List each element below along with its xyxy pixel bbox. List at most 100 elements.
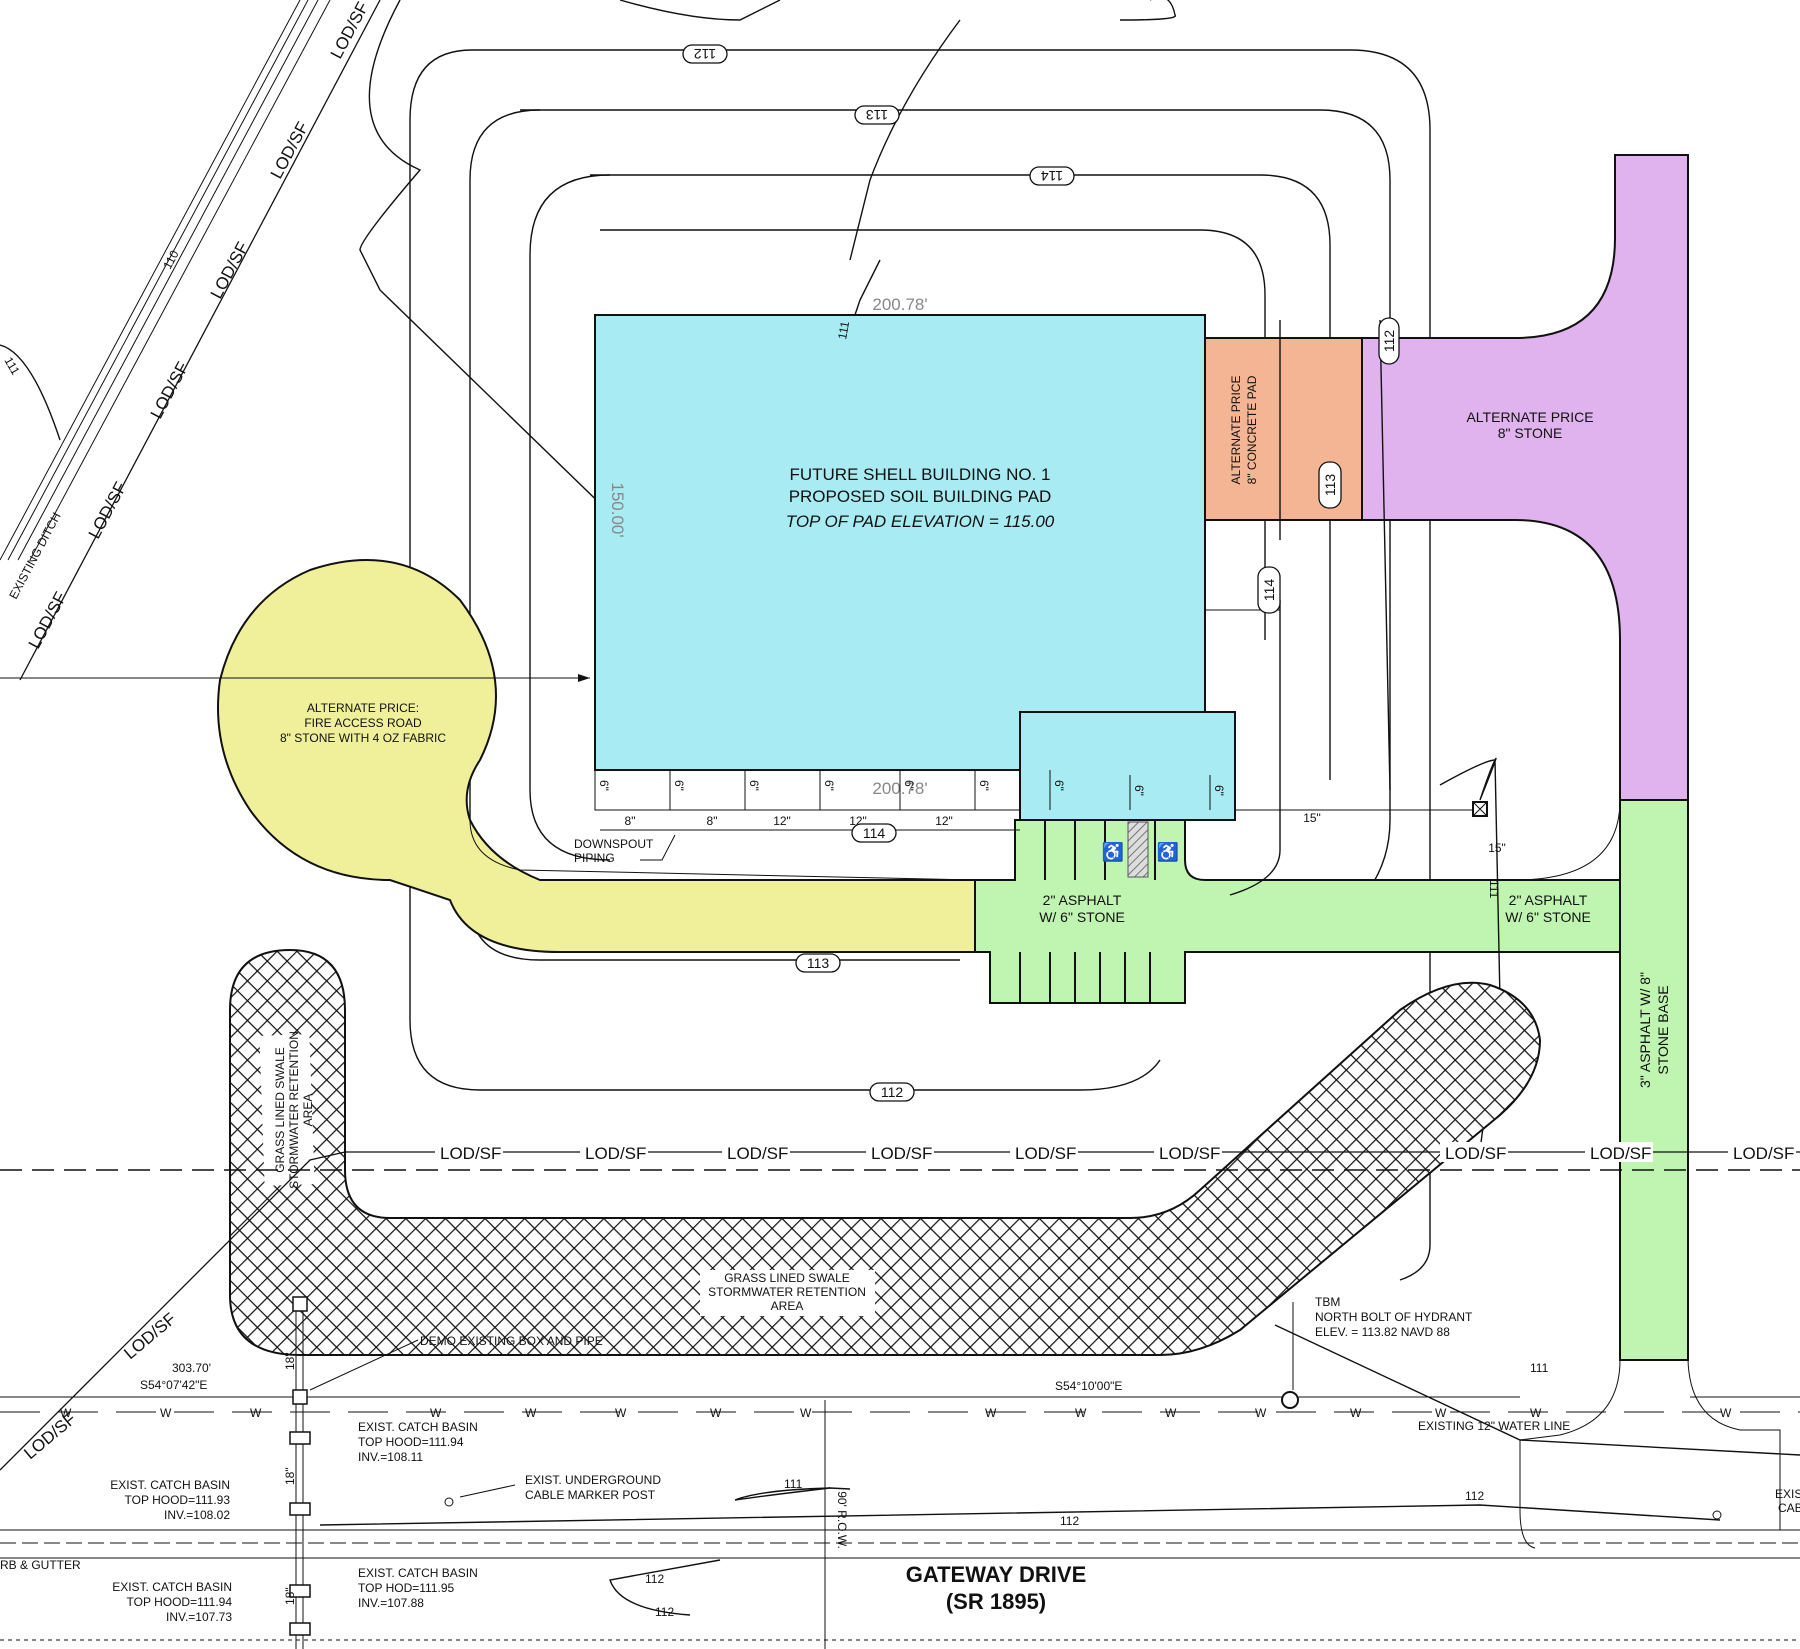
contour-tag-113-bottom: 113 xyxy=(795,953,841,973)
svg-text:TOP HOOD=111.94: TOP HOOD=111.94 xyxy=(358,1435,464,1449)
svg-text:LOD/SF: LOD/SF xyxy=(727,1144,788,1163)
svg-text:114: 114 xyxy=(1261,579,1277,602)
contour-tag-113: 113 xyxy=(854,105,900,125)
svg-text:W: W xyxy=(1165,1406,1177,1420)
svg-text:LOD/SF: LOD/SF xyxy=(1733,1144,1794,1163)
svg-text:6": 6" xyxy=(977,780,991,791)
svg-text:W: W xyxy=(1530,1406,1542,1420)
svg-text:W: W xyxy=(1075,1406,1087,1420)
road-edges: 90' R.O.W. xyxy=(0,1396,1800,1649)
svg-text:6": 6" xyxy=(672,780,686,791)
svg-text:8": 8" xyxy=(707,814,718,828)
svg-text:111: 111 xyxy=(1530,1361,1549,1375)
cable-leader xyxy=(459,1484,516,1498)
svg-text:LOD/SF: LOD/SF xyxy=(1159,1144,1220,1163)
catch-basin-icon xyxy=(289,1584,311,1598)
contour-tag-113-vertical: 113 xyxy=(1318,461,1342,509)
svg-text:110: 110 xyxy=(160,248,181,272)
svg-text:W: W xyxy=(160,1406,172,1420)
access-aisle-hatch xyxy=(1127,821,1149,878)
contour-tag-114-bottom: 114 xyxy=(851,823,897,843)
asphalt-label-4: W/ 6" STONE xyxy=(1505,909,1591,925)
svg-text:18": 18" xyxy=(283,1587,297,1605)
catch-basin-icon xyxy=(289,1431,311,1445)
svg-text:W: W xyxy=(985,1406,997,1420)
svg-text:W: W xyxy=(1350,1406,1362,1420)
demo-note: DEMO EXISTING BOX AND PIPE xyxy=(420,1334,603,1348)
contour-112-gutter xyxy=(609,1559,721,1616)
svg-text:111: 111 xyxy=(1487,880,1501,899)
lod-label: LOD/SF xyxy=(25,589,71,652)
building-subtitle: PROPOSED SOIL BUILDING PAD xyxy=(789,487,1052,506)
svg-text:W: W xyxy=(430,1406,442,1420)
cable-label: EXIST. UNDERGROUND xyxy=(525,1473,661,1487)
catch-basin-4-label: EXIST. CATCH BASIN xyxy=(112,1580,232,1594)
downspout-piping: 6" 6" 6" 6" 6" 6" 6" 6" 6" 8" 8" 12" 12"… xyxy=(574,770,1506,865)
driveway-label-1: 3" ASPHALT W/ 8" xyxy=(1637,972,1653,1088)
lod-label: LOD/SF xyxy=(207,239,253,302)
svg-text:W: W xyxy=(250,1406,262,1420)
contour-113-line xyxy=(1229,320,1281,896)
existing-ditch: EXISTING DITCH xyxy=(0,0,331,601)
cable-marker-icon xyxy=(444,1497,454,1507)
svg-text:W: W xyxy=(60,1406,72,1420)
distance-label: 303.70' xyxy=(172,1361,211,1375)
stone-area-label-1: ALTERNATE PRICE xyxy=(1466,409,1593,425)
svg-text:EXIS: EXIS xyxy=(1775,1487,1800,1501)
swale-vertical-label-1: GRASS LINED SWALE xyxy=(273,1047,287,1173)
swale-label-1: GRASS LINED SWALE xyxy=(724,1271,850,1285)
svg-text:6": 6" xyxy=(747,780,761,791)
tbm-label-2: NORTH BOLT OF HYDRANT xyxy=(1315,1310,1473,1324)
fire-road-label-1: ALTERNATE PRICE: xyxy=(307,701,419,715)
catch-basin-icon xyxy=(289,1622,311,1636)
svg-text:18": 18" xyxy=(283,1352,297,1370)
catch-basin-1-label: EXIST. CATCH BASIN xyxy=(358,1420,478,1434)
swale-vertical-backdrop xyxy=(259,1034,315,1186)
svg-text:W: W xyxy=(1435,1406,1447,1420)
svg-text:INV.=107.88: INV.=107.88 xyxy=(358,1596,424,1610)
svg-text:LOD/SF: LOD/SF xyxy=(440,1144,501,1163)
drive-curb xyxy=(1205,519,1621,881)
road-name: GATEWAY DRIVE xyxy=(906,1562,1087,1587)
svg-text:6": 6" xyxy=(597,780,611,791)
svg-text:INV.=107.73: INV.=107.73 xyxy=(166,1610,232,1624)
asphalt-label-3: 2" ASPHALT xyxy=(1509,892,1588,908)
svg-text:W: W xyxy=(710,1406,722,1420)
svg-text:W: W xyxy=(1255,1406,1267,1420)
demo-leader xyxy=(309,1339,419,1391)
building-pad xyxy=(594,314,1206,771)
right-of-way-label: 90' R.O.W. xyxy=(835,1491,849,1549)
svg-text:TOP HOOD=111.94: TOP HOOD=111.94 xyxy=(127,1595,233,1609)
downspout-label-2: PIPING xyxy=(574,851,615,865)
svg-text:LOD/SF: LOD/SF xyxy=(585,1144,646,1163)
parking-stripes xyxy=(1019,820,1156,1003)
curb-return-right xyxy=(1687,1359,1781,1530)
curb-return-left xyxy=(1519,1359,1621,1549)
svg-text:12": 12" xyxy=(935,814,953,828)
svg-text:114: 114 xyxy=(1041,168,1064,184)
concrete-pad-label-2: 8" CONCRETE PAD xyxy=(1245,375,1259,484)
svg-text:LOD/SF: LOD/SF xyxy=(871,1144,932,1163)
stormwater-swale xyxy=(229,948,1542,1356)
contour-tag-112: 112 xyxy=(682,44,728,64)
contour-111-road xyxy=(1274,1324,1800,1456)
svg-text:TOP HOD=111.95: TOP HOD=111.95 xyxy=(358,1581,454,1595)
alternate-stone-area xyxy=(1361,154,1689,801)
concrete-pad-label-1: ALTERNATE PRICE xyxy=(1229,376,1243,485)
swale-vertical-label-3: AREA xyxy=(301,1094,315,1127)
contour-tag-112-bottom: 112 xyxy=(869,1082,915,1102)
svg-text:TOP HOOD=111.93: TOP HOOD=111.93 xyxy=(125,1493,231,1507)
bearing-label-west: S54°07'42"E xyxy=(140,1378,207,1392)
svg-text:CAB: CAB xyxy=(1778,1501,1800,1515)
swale-vertical-label-2: STORMWATER RETENTION xyxy=(287,1031,301,1189)
svg-text:LOD/SF: LOD/SF xyxy=(120,1309,179,1363)
svg-text:6": 6" xyxy=(902,780,916,791)
svg-text:112: 112 xyxy=(655,1605,674,1619)
contour-tag-112-vertical: 112 xyxy=(1378,317,1400,365)
lod-label: LOD/SF xyxy=(147,359,193,422)
svg-text:113: 113 xyxy=(1322,474,1338,497)
svg-text:6": 6" xyxy=(1052,780,1066,791)
svg-text:111: 111 xyxy=(835,320,852,341)
svg-text:W: W xyxy=(800,1406,812,1420)
svg-text:W: W xyxy=(615,1406,627,1420)
